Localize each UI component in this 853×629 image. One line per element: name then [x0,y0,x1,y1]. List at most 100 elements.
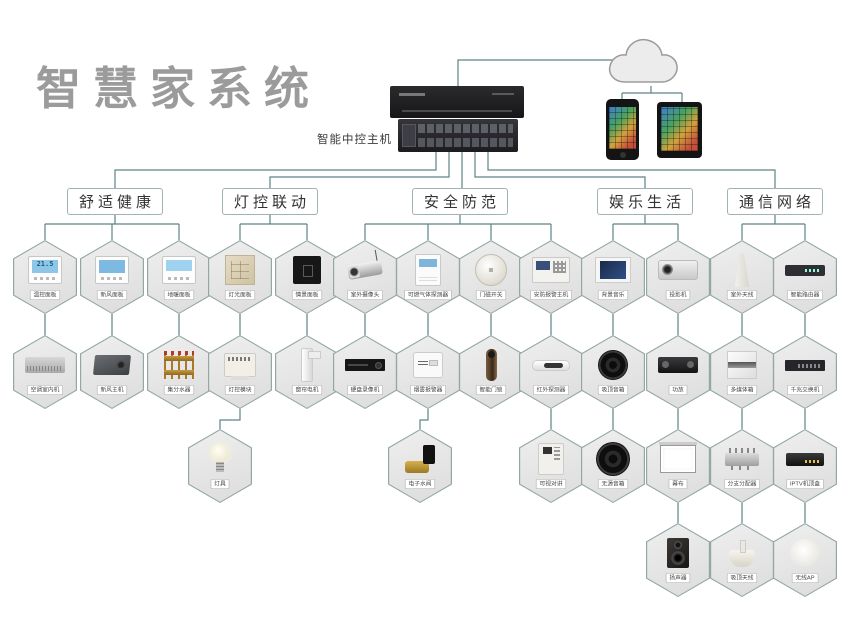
hex-panel-gold: 灯光面板 [208,240,272,314]
smartphone-icon [606,99,639,160]
device-label: 室外摄像头 [347,289,383,301]
cloud-icon [608,38,678,83]
hex-alarm-host: 安防报警主机 [519,240,583,314]
hex-ac-indoor: 空调室内机 [13,335,77,409]
hex-projector: 投影机 [646,240,710,314]
wireless-ap-icon [775,534,835,572]
tablet-icon [657,102,702,158]
category-light-control: 灯控联动 [222,188,318,215]
hex-tile [334,336,396,408]
hex-light-module: 灯控模块 [208,335,272,409]
hex-media-box: 多媒体箱 [710,335,774,409]
category-network: 通信网络 [727,188,823,215]
control-host-top-unit [390,86,524,118]
device-label: 千兆交换机 [787,384,823,396]
hex-switch: 千兆交换机 [773,335,837,409]
hex-bgm-panel: 背景音乐 [581,240,645,314]
thermostat3-icon [149,251,209,289]
device-label: 窗帘电机 [291,384,323,396]
device-label: 多媒体箱 [726,384,758,396]
hex-valve: 电子水阀 [388,429,452,503]
device-label: 室外天线 [726,289,758,301]
hex-curtain-motor: 窗帘电机 [275,335,339,409]
device-label: 功放 [668,384,688,396]
stb-icon [775,440,835,478]
screen-icon [648,440,708,478]
category-security: 安全防范 [412,188,508,215]
device-label: 吸顶天线 [726,572,758,584]
hex-router: 智能路由器 [773,240,837,314]
device-label: 吸顶音箱 [597,384,629,396]
device-label: 地暖面板 [163,289,195,301]
device-label: 灯光面板 [224,289,256,301]
hex-stb: IPTV机顶盒 [773,429,837,503]
device-label: 可视对讲 [535,478,567,490]
projector-icon [648,251,708,289]
device-label: 智能门锁 [475,384,507,396]
hex-ir-detector: 红外探测器 [519,335,583,409]
curtain-motor-icon [277,346,337,384]
device-label: 安防报警主机 [530,289,572,301]
thermostat-icon: 21.5 [15,251,75,289]
panel-black-icon [277,251,337,289]
device-label: 智能路由器 [787,289,823,301]
dvr-icon [335,346,395,384]
device-label: 温控面板 [29,289,61,301]
intercom-icon [521,440,581,478]
device-label: 扬声器 [665,572,691,584]
light-module-icon [210,346,270,384]
woofer-icon [583,346,643,384]
fresh-air-icon [82,346,142,384]
speaker-box-icon [648,534,708,572]
hex-splitter: 分支分配器 [710,429,774,503]
door-lock-icon [461,346,521,384]
device-label: 集分水器 [163,384,195,396]
hex-gas-detector: 可燃气体探测器 [396,240,460,314]
hex-manifold: 集分水器 [147,335,211,409]
device-label: 幕布 [668,478,688,490]
device-label: 烟雾报警器 [410,384,446,396]
page-title: 智慧家系统 [36,63,322,114]
gas-detector-icon [398,251,458,289]
camera-icon [335,251,395,289]
valve-icon [390,440,450,478]
hex-antenna-cone: 室外天线 [710,240,774,314]
hex-door-lock: 智能门锁 [459,335,523,409]
media-box-icon [712,346,772,384]
device-label: 灯控模块 [224,384,256,396]
door-sensor-icon [461,251,521,289]
smoke-icon [398,346,458,384]
ceiling-antenna-icon [712,534,772,572]
thermostat2-icon [82,251,142,289]
device-label: 分支分配器 [724,478,760,490]
device-label: 空调室内机 [27,384,63,396]
router-icon [775,251,835,289]
device-label: 可燃气体探测器 [404,289,452,301]
hex-bulb: 灯具 [188,429,252,503]
device-label: 无源音箱 [597,478,629,490]
splitter-icon [712,440,772,478]
hex-screen: 幕布 [646,429,710,503]
device-label: 门磁开关 [475,289,507,301]
device-label: 红外探测器 [533,384,569,396]
device-label: 情景面板 [291,289,323,301]
panel-gold-icon [210,251,270,289]
device-label: 电子水阀 [404,478,436,490]
control-host-label: 智能中控主机 [317,134,392,146]
device-label: 投影机 [665,289,691,301]
antenna-cone-icon [712,251,772,289]
switch-icon [775,346,835,384]
alarm-host-icon [521,251,581,289]
device-label: IPTV机顶盒 [786,478,824,490]
hex-dvr: 硬盘录像机 [333,335,397,409]
ac-indoor-icon [15,346,75,384]
thermostat-reading: 21.5 [36,260,54,268]
device-label: 新风面板 [96,289,128,301]
hex-smoke: 烟雾报警器 [396,335,460,409]
speaker-driver-icon [583,440,643,478]
hex-thermostat2: 新风面板 [80,240,144,314]
hex-intercom: 可视对讲 [519,429,583,503]
amplifier-icon [648,346,708,384]
hex-fresh-air: 新风主机 [80,335,144,409]
